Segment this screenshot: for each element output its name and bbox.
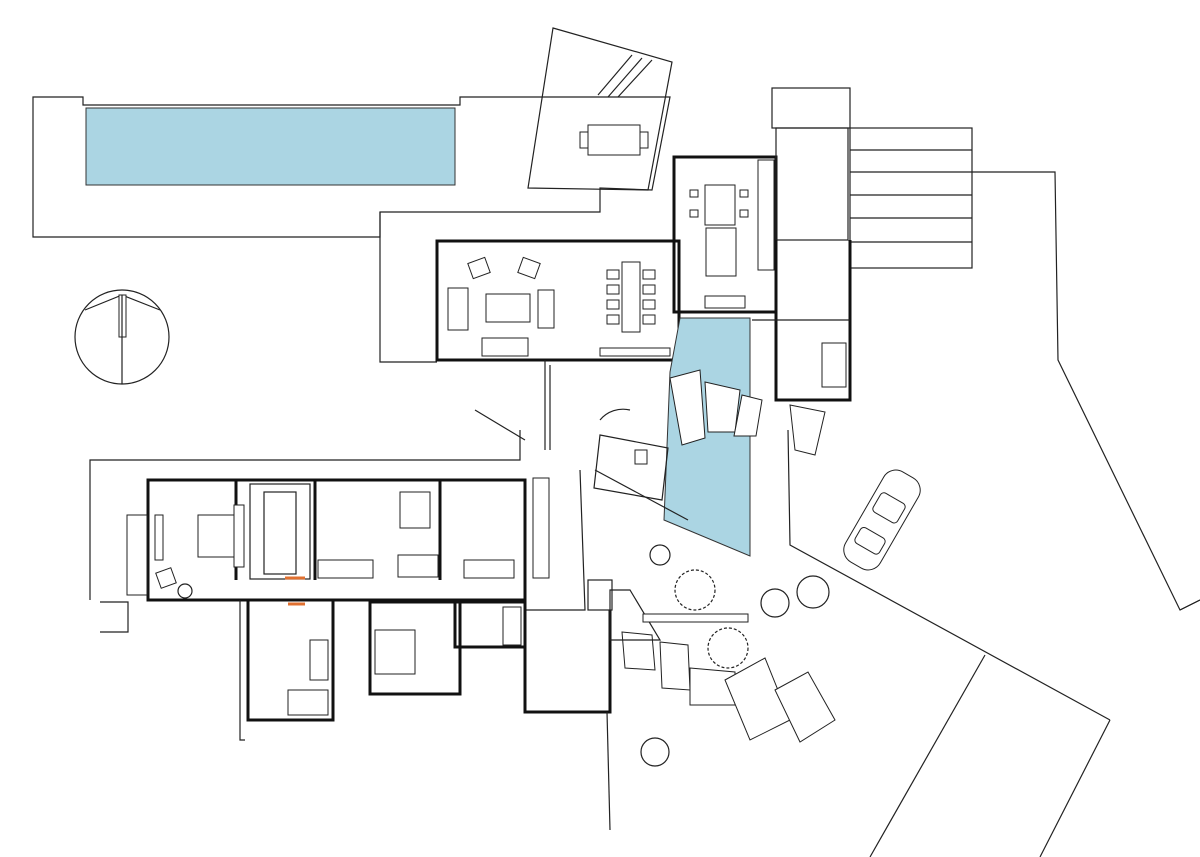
kitchen: [672, 155, 778, 314]
garage: [752, 87, 973, 402]
lower-rooms: [100, 579, 613, 831]
entry: [525, 408, 689, 611]
garden-paving: [609, 589, 836, 743]
site-boundary: [787, 171, 1200, 857]
swimming-pool: [85, 107, 456, 186]
toilet-icon: [399, 491, 431, 529]
bed-icon: [374, 629, 416, 675]
upper-deck: [527, 27, 673, 191]
pool-terrace: [32, 96, 671, 238]
stairs-icon: [126, 477, 550, 596]
water-feature: [663, 317, 751, 557]
dining-table-icon: [606, 261, 656, 333]
sofa-icon: [447, 256, 555, 357]
tree-icon: [640, 544, 830, 767]
stepping-stones: [669, 369, 826, 456]
bathtub-icon: [287, 689, 329, 716]
bedroom-wing: [89, 409, 550, 602]
car-icon: [843, 469, 921, 571]
outdoor-dining-table-icon: [579, 124, 649, 156]
bed-icon: [197, 504, 245, 568]
bathtub-icon: [821, 342, 847, 388]
north-arrow-icon: [74, 289, 170, 385]
living-wing: [379, 212, 681, 450]
